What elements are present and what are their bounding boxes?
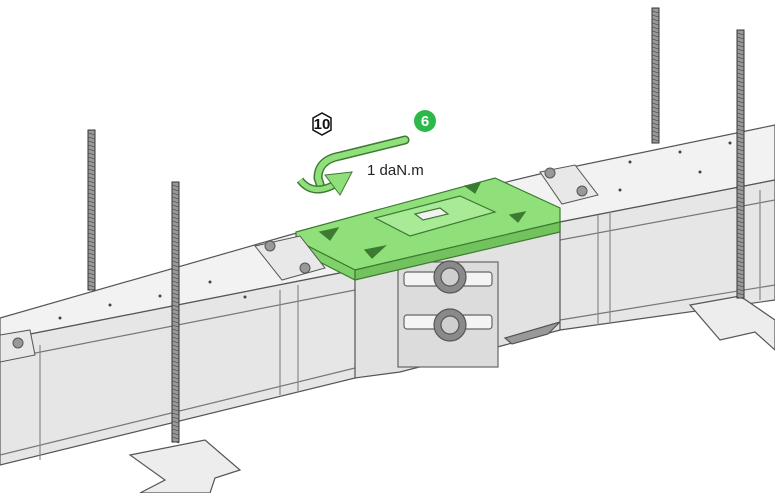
joint-cover-highlight <box>295 177 561 281</box>
torque-label: 1 daN.m <box>367 162 424 179</box>
clockwise-arrow-icon <box>296 171 353 196</box>
top-brackets <box>0 164 599 363</box>
step-number-label: 6 <box>421 113 429 130</box>
wrench-size-label: 10 <box>314 116 331 133</box>
rod-threads <box>87 10 745 444</box>
hexagon-icon <box>312 112 332 136</box>
joint-bolts <box>433 260 467 342</box>
step-badge <box>414 110 436 132</box>
support-brackets <box>128 295 775 493</box>
rivets <box>58 141 732 320</box>
allen-key-icon <box>313 135 410 189</box>
